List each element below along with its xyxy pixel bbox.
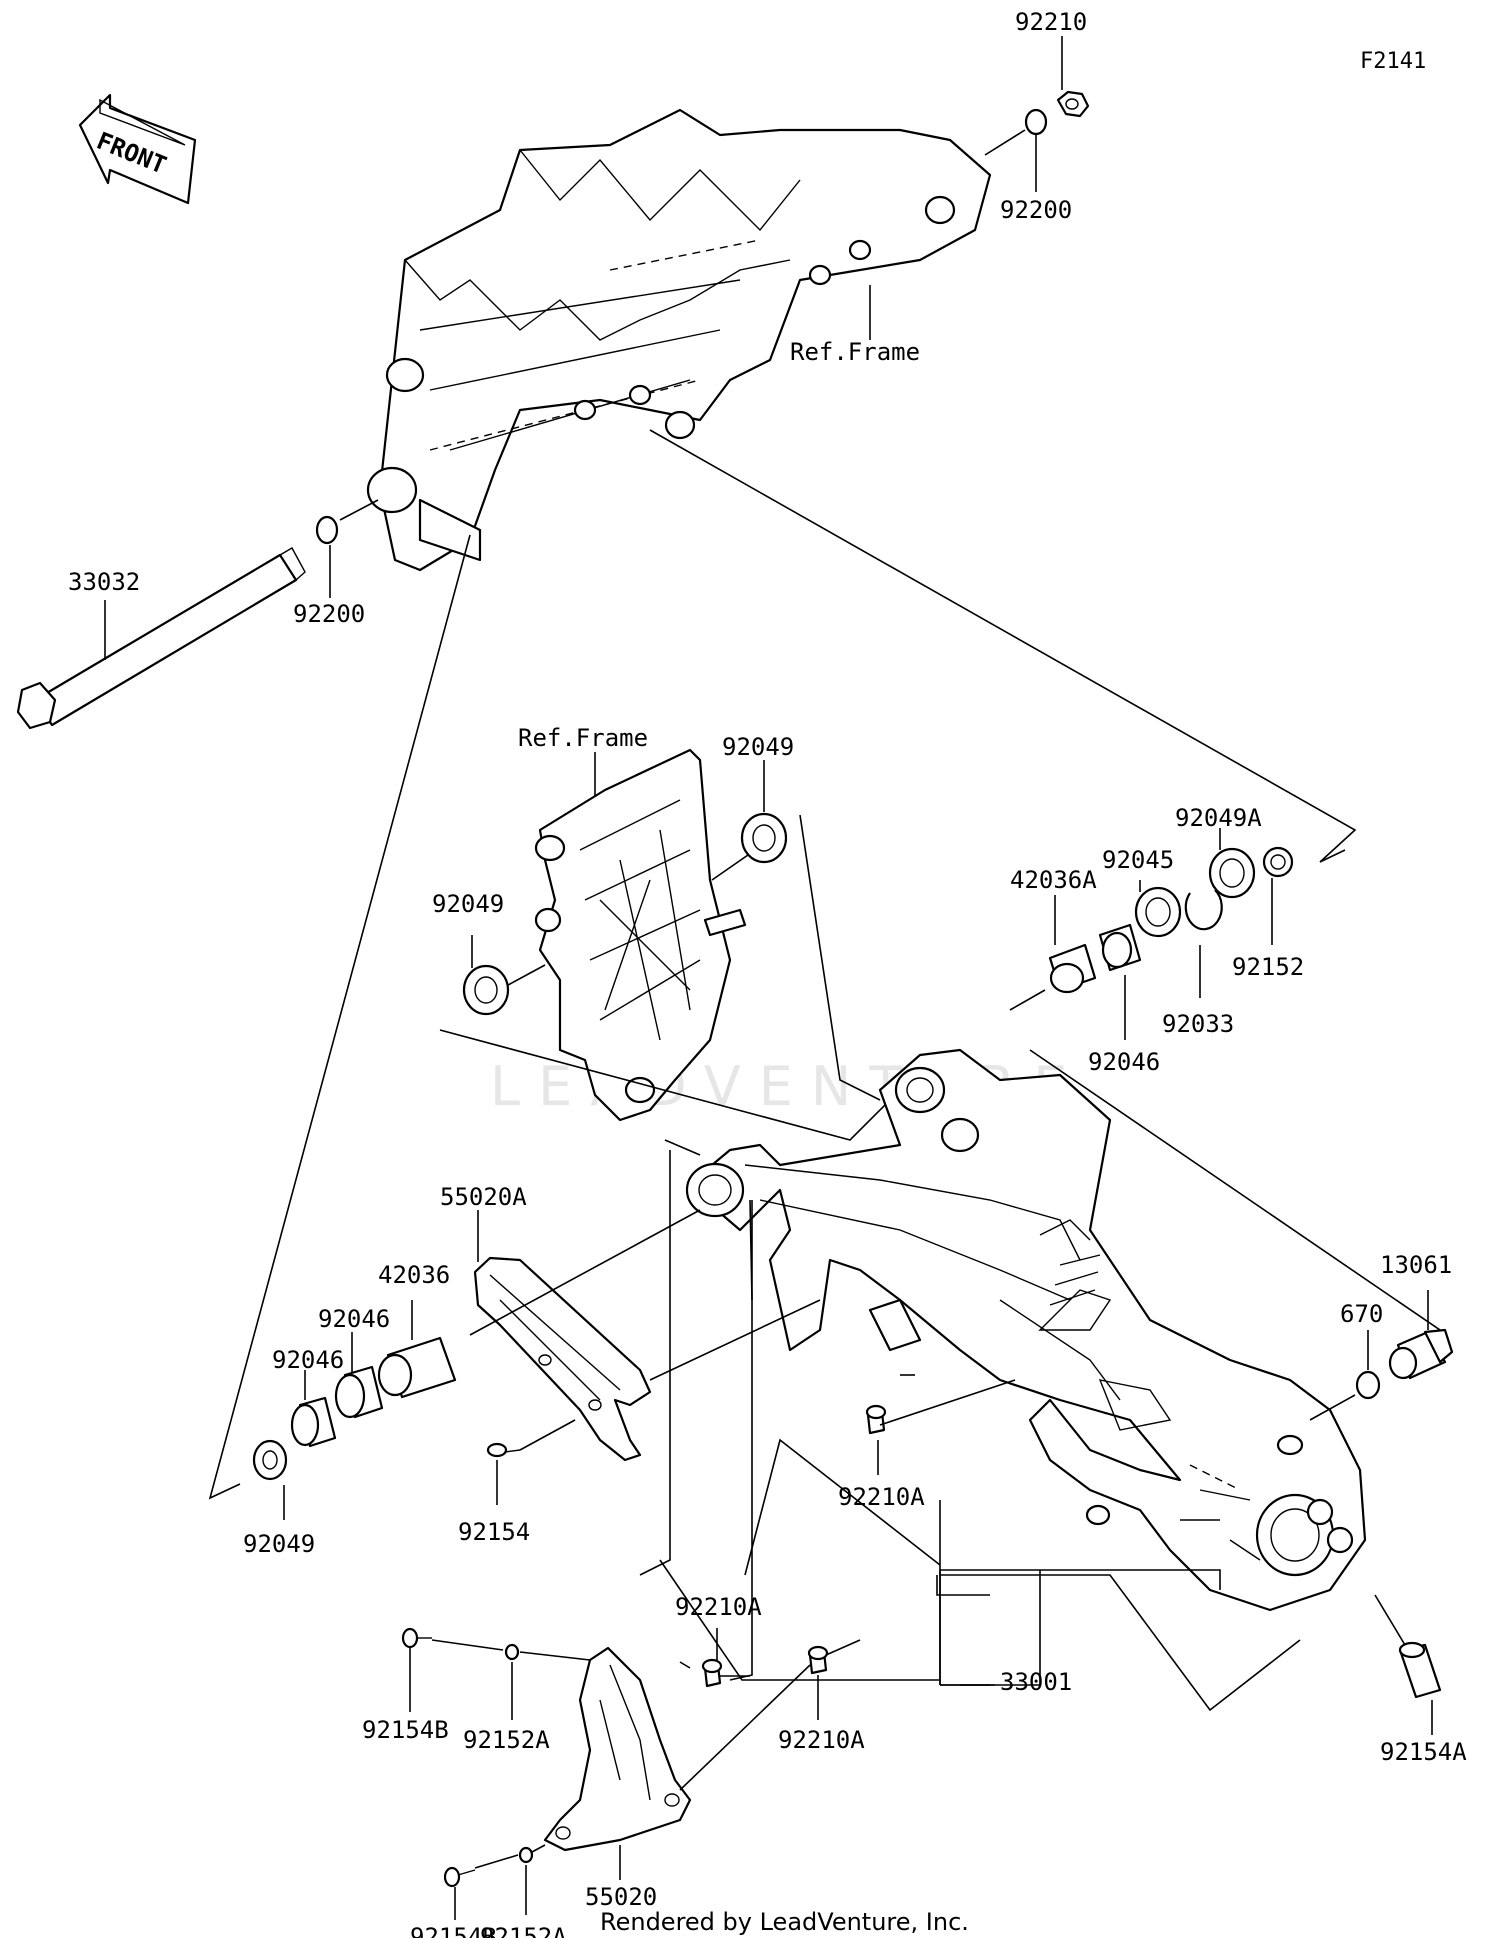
part-label-92154B-top: 92154B — [362, 1716, 449, 1744]
bolt-92154A — [1398, 1641, 1442, 1699]
part-label-92200-left: 92200 — [293, 600, 365, 628]
part-label-33001: 33001 — [1000, 1668, 1072, 1696]
part-label-92033: 92033 — [1162, 1010, 1234, 1038]
part-label-92154A: 92154A — [1380, 1738, 1467, 1766]
chain-guard-55020A — [473, 1256, 652, 1462]
circlip-92033 — [1184, 889, 1223, 931]
oring-670 — [1355, 1370, 1381, 1400]
part-label-13061: 13061 — [1380, 1251, 1452, 1279]
guard-55020 — [543, 1646, 692, 1852]
collar-42036 — [377, 1336, 457, 1399]
frame-bracket — [534, 748, 747, 1122]
seal-92049-bottom — [252, 1439, 288, 1481]
part-label-92049-bottom: 92049 — [243, 1530, 315, 1558]
bolt-92210A-mid — [865, 1404, 887, 1435]
screw-92154B-bottom — [443, 1866, 476, 1888]
part-label-92210A-lowright: 92210A — [778, 1726, 865, 1754]
washer-92200-top — [1024, 108, 1048, 136]
collar-92152 — [1262, 846, 1294, 878]
part-label-92152A-bottom: 92152A — [480, 1923, 567, 1938]
swingarm-33001 — [685, 1048, 1367, 1612]
part-label-92046-b: 92046 — [272, 1346, 344, 1374]
part-label-55020A: 55020A — [440, 1183, 527, 1211]
part-label-92049A: 92049A — [1175, 804, 1262, 832]
ball-bearing-92045 — [1134, 886, 1182, 938]
part-label-670: 670 — [1340, 1300, 1383, 1328]
needle-bearing-92046-a — [334, 1365, 384, 1419]
needle-bearing-92046-right — [1098, 923, 1142, 972]
screw-92154B-top — [401, 1627, 432, 1649]
part-label-92200-top: 92200 — [1000, 196, 1072, 224]
part-label-92046-a: 92046 — [318, 1305, 390, 1333]
needle-bearing-92046-b — [290, 1396, 337, 1448]
part-label-92154B-bottom: 92154B — [410, 1923, 497, 1938]
part-label-92049-left: 92049 — [432, 890, 504, 918]
bolt-92210A-low — [701, 1658, 723, 1688]
credit-text: Rendered by LeadVenture, Inc. — [600, 1908, 969, 1936]
part-label-92210A-low: 92210A — [675, 1593, 762, 1621]
part-label-92210A-mid: 92210A — [838, 1483, 925, 1511]
ref-frame-label-top: Ref.Frame — [790, 338, 920, 366]
pivot-shaft-33032 — [16, 547, 306, 730]
seal-92049-left — [462, 964, 510, 1016]
seal-92049-top — [740, 812, 788, 864]
part-label-42036: 42036 — [378, 1261, 450, 1289]
washer-92152A-bottom — [518, 1846, 534, 1864]
part-label-92154: 92154 — [458, 1518, 530, 1546]
seal-92049A — [1208, 847, 1256, 899]
front-arrow-icon: FRONT — [78, 93, 197, 205]
collar-42036A — [1048, 943, 1097, 994]
nut-92210 — [1056, 90, 1090, 118]
bolt-92210A-lowright — [807, 1645, 829, 1675]
adjuster-13061 — [1388, 1328, 1454, 1380]
part-label-92152: 92152 — [1232, 953, 1304, 981]
part-label-92210-top: 92210 — [1015, 8, 1087, 36]
main-frame — [366, 108, 992, 572]
part-label-55020: 55020 — [585, 1883, 657, 1911]
washer-92200-left — [315, 515, 339, 545]
part-label-92152A-top: 92152A — [463, 1726, 550, 1754]
part-label-92049-top: 92049 — [722, 733, 794, 761]
washer-92152A-top — [504, 1643, 520, 1661]
screw-92154 — [486, 1442, 521, 1458]
part-label-92046-right: 92046 — [1088, 1048, 1160, 1076]
part-label-42036A: 42036A — [1010, 866, 1097, 894]
part-label-33032: 33032 — [68, 568, 140, 596]
ref-frame-label-mid: Ref.Frame — [518, 724, 648, 752]
diagram-id: F2141 — [1360, 49, 1426, 74]
part-label-92045: 92045 — [1102, 846, 1174, 874]
